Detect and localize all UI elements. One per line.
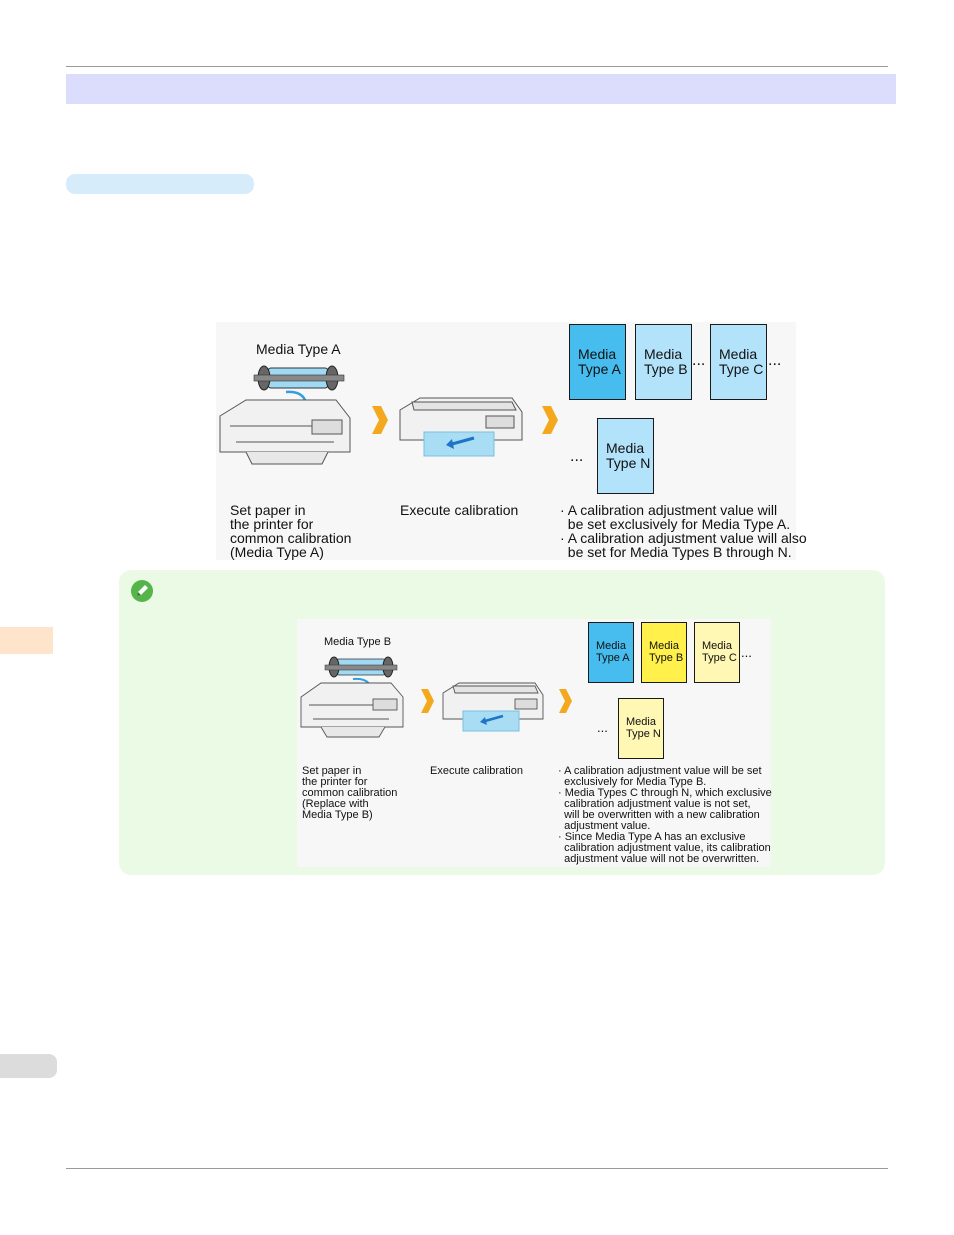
step1-caption: Set paper in the printer for common cali…: [230, 502, 352, 560]
media-label: Type C: [719, 361, 764, 377]
step1-caption: Set paper in the printer for common cali…: [302, 765, 398, 821]
printer-icon-1: [219, 399, 351, 465]
ellipsis: ...: [597, 720, 608, 735]
printed-sheet-icon: [462, 710, 520, 732]
media-type-c-box: Media Type C: [694, 622, 740, 683]
media-label: Media: [596, 639, 626, 652]
media-label: Media: [644, 346, 683, 363]
printer-icon-2: [442, 682, 544, 720]
ellipsis: ...: [570, 448, 584, 465]
paper-roll-icon: [324, 656, 398, 678]
media-label: Media: [702, 639, 732, 652]
subsection-heading-pill: [66, 174, 254, 194]
figure2-illustration: [300, 656, 572, 738]
step-arrow-2: [559, 689, 572, 713]
ellipsis: ...: [692, 352, 706, 369]
media-label: Type C: [702, 651, 737, 664]
media-label: Type N: [606, 455, 651, 471]
media-type-b-box: Media Type B: [641, 622, 687, 683]
media-label: Type N: [626, 727, 661, 740]
step2-caption: Execute calibration: [430, 765, 523, 777]
media-label: Media: [578, 346, 617, 363]
media-label: Type B: [649, 651, 684, 664]
media-type-b-box: Media Type B: [635, 324, 692, 400]
header-rule: [66, 66, 888, 67]
printed-sheet-icon: [423, 431, 495, 457]
figure1-illustration: [219, 365, 558, 465]
ellipsis: ...: [741, 645, 752, 660]
media-label: Media: [719, 346, 758, 363]
media-label: Media: [649, 639, 679, 652]
section-heading-band: [66, 74, 896, 104]
printer-icon-1: [300, 682, 404, 738]
paper-roll-icon: [253, 365, 345, 391]
media-label: Media: [606, 440, 645, 457]
output-arrow-icon: [451, 436, 475, 446]
media-type-n-box: Media Type N: [618, 698, 664, 759]
printer-icon-2: [399, 397, 523, 441]
media-label: Media: [626, 715, 656, 728]
page-side-tab[interactable]: [0, 1054, 57, 1078]
step-arrow-2: [542, 406, 558, 434]
media-label: Type A: [596, 651, 630, 664]
media-label: Type B: [644, 361, 688, 377]
chapter-side-tab[interactable]: [0, 627, 53, 654]
footer-rule: [66, 1168, 888, 1169]
pencil-note-icon: [131, 580, 153, 602]
ellipsis: ...: [768, 352, 782, 369]
media-type-c-box: Media Type C: [710, 324, 767, 400]
roll-label: Media Type A: [256, 341, 341, 357]
media-type-a-box: Media Type A: [569, 324, 626, 400]
media-label: Type A: [578, 361, 621, 377]
step-arrow-1: [372, 406, 388, 434]
roll-label: Media Type B: [324, 636, 392, 648]
result-caption: · A calibration adjustment value will be…: [558, 765, 772, 865]
media-type-a-box: Media Type A: [588, 622, 634, 683]
media-type-n-box: Media Type N: [597, 418, 654, 494]
result-caption: · A calibration adjustment value will be…: [560, 502, 807, 560]
step2-caption: Execute calibration: [400, 502, 519, 518]
step-arrow-1: [421, 689, 434, 713]
output-arrow-icon: [484, 714, 504, 723]
